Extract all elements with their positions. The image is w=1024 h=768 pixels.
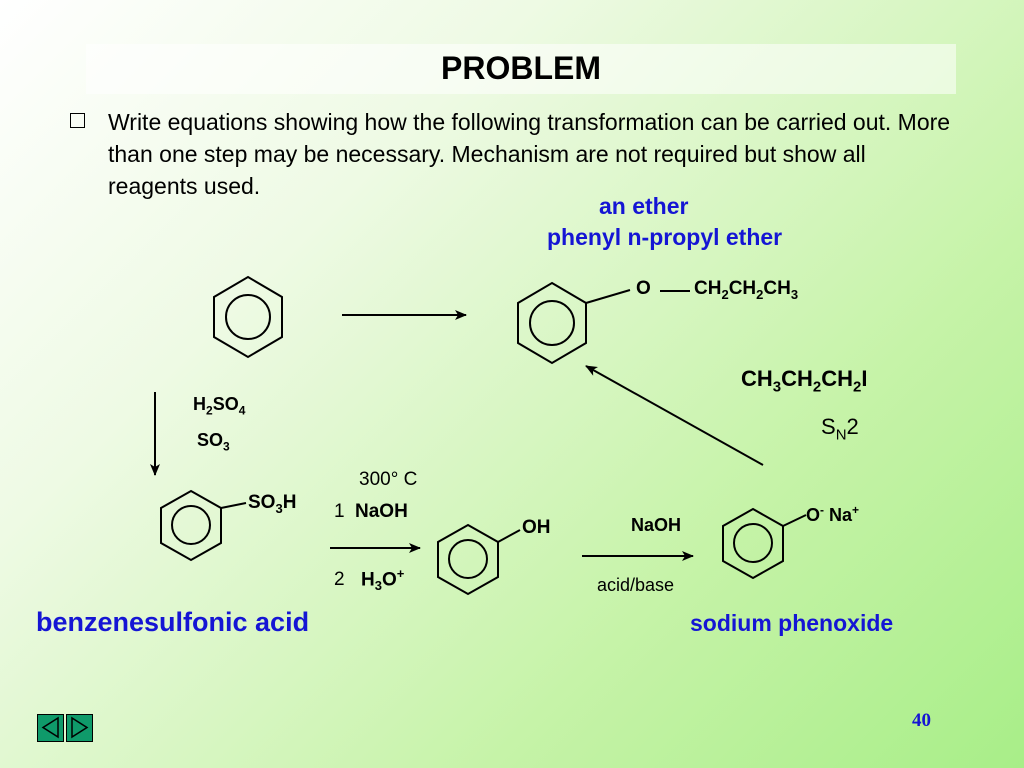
sn2-mechanism-label: SN2 xyxy=(821,414,859,444)
ether-class-label: an ether xyxy=(599,193,689,219)
phenol-hydroxyl: OH xyxy=(522,517,551,538)
step-2-reagent: H3O+ xyxy=(361,566,405,594)
propyl-iodide-reagent: CH3CH2CH2I xyxy=(741,366,868,396)
ether-ring xyxy=(517,281,690,365)
benzene-ring xyxy=(213,275,283,359)
deprotonation-condition: acid/base xyxy=(597,575,675,595)
next-slide-button[interactable] xyxy=(66,714,93,742)
fusion-temperature: 300° C xyxy=(359,469,418,490)
problem-statement: Write equations showing how the followin… xyxy=(108,109,951,199)
step-1-reagent: NaOH xyxy=(355,501,408,522)
benzenesulfonic-acid-label: benzenesulfonic acid xyxy=(36,607,310,637)
triangle-right-icon xyxy=(71,716,89,739)
deprotonation-reagent: NaOH xyxy=(631,515,682,535)
sulfur-trioxide-reagent: SO3 xyxy=(197,430,230,454)
phenol-ring xyxy=(437,523,521,596)
step-1-number: 1 xyxy=(334,501,345,522)
triangle-left-icon xyxy=(41,716,59,739)
sodium-phenoxide-label: sodium phenoxide xyxy=(690,610,894,636)
benzenesulfonic-ring xyxy=(160,489,247,562)
checkbox-bullet-icon xyxy=(70,113,85,128)
ether-name-label: phenyl n-propyl ether xyxy=(547,224,783,250)
step-2-number: 2 xyxy=(334,569,345,590)
title-bar xyxy=(86,44,956,94)
sulfonic-acid-group: SO3H xyxy=(248,492,297,516)
propyl-group: CH2CH2CH3 xyxy=(694,278,799,302)
page-number: 40 xyxy=(912,710,931,731)
phenoxide-ring xyxy=(722,507,807,580)
sulfuric-acid-reagent: H2SO4 xyxy=(193,394,246,418)
slide-title: PROBLEM xyxy=(441,50,601,86)
ether-oxygen: O xyxy=(636,278,651,299)
previous-slide-button[interactable] xyxy=(37,714,64,742)
sn2-arrow xyxy=(585,365,764,466)
phenoxide-group: O- Na+ xyxy=(806,503,860,525)
